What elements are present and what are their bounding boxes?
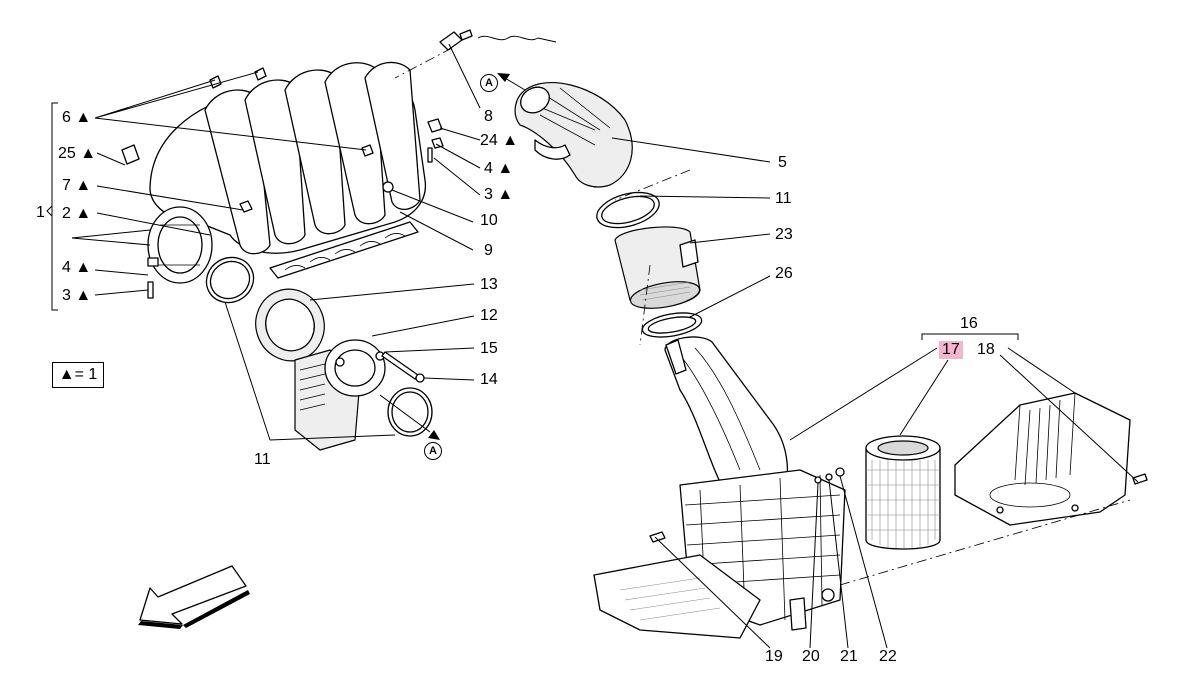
direction-arrow-icon (138, 565, 250, 629)
callout-4-right: 4 ▲ (484, 160, 514, 177)
gasket-26 (641, 312, 703, 338)
callout-1: 1 (36, 204, 45, 221)
callout-10: 10 (480, 212, 498, 229)
air-filter-housing (593, 467, 846, 639)
reference-marker-a-bottom: A (424, 442, 442, 460)
callout-8: 8 (484, 108, 493, 125)
air-filter-cover (954, 392, 1148, 526)
callout-14: 14 (480, 371, 498, 388)
callout-22: 22 (879, 648, 897, 665)
callout-12: 12 (480, 307, 498, 324)
reference-marker-a-top: A (480, 74, 498, 92)
callout-9: 9 (484, 242, 493, 259)
callout-3-right: 3 ▲ (484, 186, 514, 203)
callout-7: 7 ▲ (62, 177, 92, 194)
callout-16: 16 (960, 315, 978, 332)
callout-18: 18 (977, 341, 995, 358)
callout-24: 24 ▲ (480, 132, 519, 149)
throttle-body-group (205, 256, 433, 451)
callout-26: 26 (775, 265, 793, 282)
air-filter-element (865, 435, 941, 550)
callout-11-right: 11 (775, 190, 792, 207)
mass-air-flow-sensor (614, 226, 701, 309)
callout-2: 2 ▲ (62, 205, 92, 222)
air-intake-hose (514, 81, 633, 188)
callout-21: 21 (840, 648, 858, 665)
leader-lines (71, 43, 1139, 649)
legend-box: ▲= 1 (52, 362, 104, 388)
callout-13: 13 (480, 276, 498, 293)
callout-3-left: 3 ▲ (62, 287, 92, 304)
callout-5: 5 (778, 154, 787, 171)
callout-11-left: 11 (254, 451, 271, 468)
callout-15: 15 (480, 340, 498, 357)
callout-6: 6 ▲ (62, 109, 92, 126)
callout-19: 19 (765, 648, 783, 665)
clamp-11-right (596, 191, 660, 229)
callout-4-left: 4 ▲ (62, 259, 92, 276)
callout-17-highlighted[interactable]: 17 (939, 341, 963, 359)
callout-20: 20 (802, 648, 820, 665)
callout-25: 25 ▲ (58, 145, 97, 162)
legend-text: ▲= 1 (58, 366, 98, 383)
intake-manifold (121, 29, 557, 299)
callout-23: 23 (775, 226, 793, 243)
